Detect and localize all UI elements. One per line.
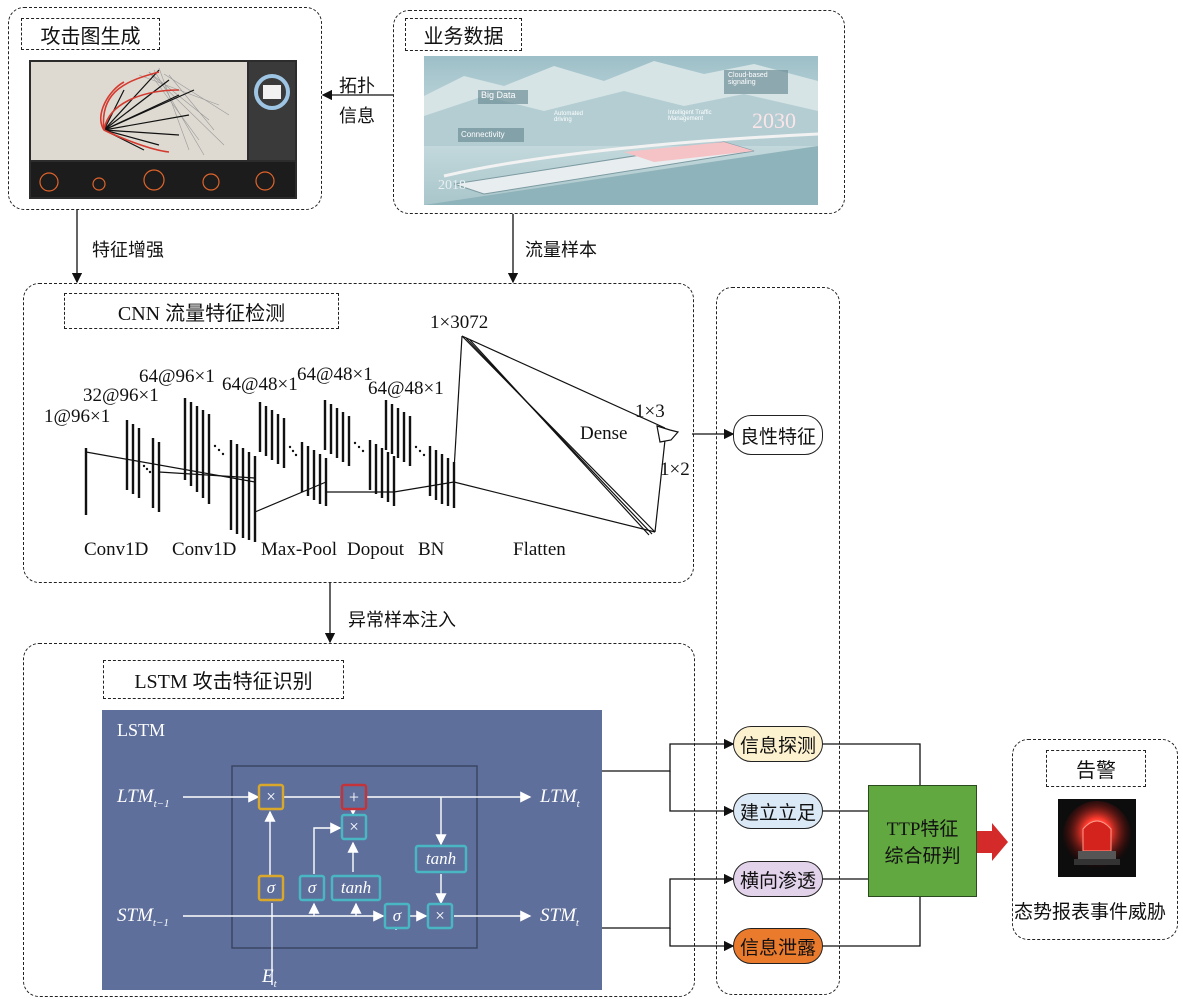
business-data-drawing: [424, 61, 818, 205]
shape-label-1: 32@96×1: [83, 385, 159, 406]
ltm-in-sub: t−1: [153, 797, 170, 810]
input-sub: t: [273, 977, 277, 990]
lstm-title: LSTM 攻击特征识别: [103, 660, 344, 699]
alert-title: 告警: [1046, 750, 1146, 787]
stm-in-text: STM: [117, 905, 153, 926]
overlay-2018: 2018: [438, 178, 466, 193]
layer-label-dropout: Dopout: [347, 539, 404, 560]
ltm-in-text: LTM: [117, 786, 154, 807]
alert-caption: 态势报表事件威胁: [1014, 902, 1167, 923]
op-add: +: [348, 786, 360, 807]
stm-out-label: STMt: [540, 905, 579, 929]
layer-label-maxpool: Max-Pool: [261, 539, 337, 560]
op-sigma-1: σ: [266, 878, 276, 897]
shape-label-0: 1@96×1: [44, 406, 111, 427]
layer-label-conv1d-2: Conv1D: [172, 539, 237, 560]
stm-out-text: STM: [540, 905, 576, 926]
cnn-group: [23, 283, 694, 583]
overlay-big-data: Big Data: [481, 90, 516, 100]
business-data-image: Big Data Cloud-based signaling Automated…: [424, 56, 818, 205]
ltm-out-label: LTMt: [540, 786, 580, 810]
alert-arrow: [976, 823, 1008, 861]
shape-label-5: 64@48×1: [368, 378, 444, 399]
stm-out-arrow-1: [601, 873, 735, 929]
input-text: E: [262, 966, 274, 987]
input-label: Et: [262, 966, 277, 990]
tactic-foothold-node: 建立立足: [733, 793, 823, 829]
stm-in-label: STMt−1: [117, 905, 169, 929]
layer-label-bn: BN: [418, 539, 445, 560]
overlay-2030: 2030: [752, 108, 796, 133]
shape-label-3: 64@48×1: [222, 374, 298, 395]
shape-label-4: 64@48×1: [297, 364, 373, 385]
overlay-connectivity: Connectivity: [461, 130, 505, 139]
ltm-in-label: LTMt−1: [117, 786, 170, 810]
stm-out-arrow-2: [669, 928, 735, 952]
op-tanh-2: tanh: [425, 849, 457, 868]
tactic-exfil-node: 信息泄露: [733, 928, 823, 964]
tactic-link-4: [822, 897, 921, 947]
shape-label-7: 1×3: [635, 401, 665, 422]
op-mul-forget: ×: [266, 787, 276, 806]
overlay-automated: Automated driving: [554, 111, 584, 123]
alert-group: [1012, 739, 1178, 940]
overlay-itm: Intelligent Traffic Management: [668, 110, 712, 122]
ltm-out-sub: t: [576, 797, 580, 810]
shape-label-2: 64@96×1: [139, 366, 215, 387]
tactic-link-1: [822, 743, 921, 785]
attack-graph-group: [8, 7, 322, 210]
topology-label-1: 拓扑: [339, 76, 375, 96]
business-data-title: 业务数据: [405, 18, 522, 51]
cnn-title: CNN 流量特征检测: [64, 293, 339, 329]
tactic-lateral-node: 横向渗透: [733, 861, 823, 897]
op-mul-output: ×: [435, 906, 445, 925]
op-tanh-1: tanh: [340, 878, 372, 897]
topology-label-2: 信息: [339, 106, 375, 126]
ttp-analysis-box: TTP特征 综合研判: [868, 785, 977, 897]
tactic-recon-node: 信息探测: [733, 726, 823, 762]
op-sigma-2: σ: [307, 878, 317, 897]
attack-graph-title: 攻击图生成: [21, 18, 160, 50]
ttp-line-2: 综合研判: [884, 846, 961, 867]
layer-label-flatten: Flatten: [513, 539, 566, 560]
ltm-out-arrow-2: [669, 771, 735, 817]
overlay-cloud: Cloud-based signaling: [728, 72, 768, 86]
ltm-out-arrow-1: [601, 738, 735, 772]
business-data-group: [393, 10, 845, 214]
attack-graph-image: [29, 60, 297, 199]
traffic-sample-label: 流量样本: [525, 240, 597, 260]
dense-label: Dense: [580, 423, 628, 444]
shape-label-8: 1×2: [660, 459, 690, 480]
ltm-out-text: LTM: [540, 786, 577, 807]
op-mul-input: ×: [349, 817, 359, 836]
ttp-line-1: TTP特征: [886, 819, 959, 840]
benign-feature-node: 良性特征: [733, 415, 823, 455]
stm-out-sub: t: [575, 916, 579, 929]
stm-in-sub: t−1: [152, 916, 169, 929]
lstm-panel-label: LSTM: [117, 720, 166, 740]
op-sigma-3: σ: [392, 906, 402, 925]
siren-icon: [1058, 799, 1136, 877]
attack-graph-drawing: [31, 62, 295, 197]
shape-label-6: 1×3072: [430, 312, 489, 333]
lstm-group: [23, 643, 695, 997]
feature-enhance-label: 特征增强: [92, 240, 164, 260]
layer-label-conv1d-1: Conv1D: [84, 539, 149, 560]
anomaly-inject-label: 异常样本注入: [348, 610, 456, 630]
feature-column-group: [716, 287, 840, 995]
